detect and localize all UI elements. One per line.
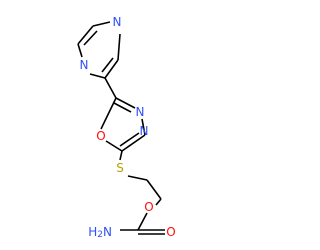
bond (155, 198, 162, 206)
atom-label-oxadiazole-o1: O (96, 129, 105, 143)
amine-n-label: N (103, 225, 112, 239)
bond (89, 73, 106, 79)
bond (141, 118, 146, 136)
amine-subscript-label: 2 (97, 230, 103, 240)
bond (119, 150, 123, 161)
atom-label-oxadiazole-n4: N (140, 124, 149, 138)
bond (92, 21, 111, 27)
atom-label-pyrazine-n1: N (113, 15, 122, 29)
bond (119, 132, 140, 147)
atom-label-oxadiazole-n3: N (136, 105, 145, 119)
bond (113, 102, 132, 113)
bond (105, 140, 123, 152)
bond (104, 59, 119, 79)
bond (77, 43, 83, 58)
bond (121, 134, 146, 152)
bond (100, 97, 117, 130)
bond (83, 30, 98, 46)
atom-label-pyrazine-n4: N (80, 58, 89, 72)
bond (115, 97, 136, 109)
atom-label-thioether-s: S (116, 161, 124, 175)
bond (127, 175, 148, 181)
atom-label-amine-n: H2N (88, 225, 112, 240)
bond (146, 179, 162, 200)
oxadiazole-ring (100, 97, 146, 152)
chemical-structure-diagram: N N N N O S O O H2N (77, 15, 176, 240)
pyrazine-ring (77, 21, 121, 79)
atom-label-carbonyl-o: O (166, 225, 175, 239)
amine-h-label: H (88, 225, 97, 239)
bond (77, 25, 94, 45)
bond (101, 57, 114, 73)
atom-label-ester-o: O (144, 200, 153, 214)
bond (137, 212, 148, 231)
bond (104, 77, 117, 99)
bond (117, 33, 121, 61)
